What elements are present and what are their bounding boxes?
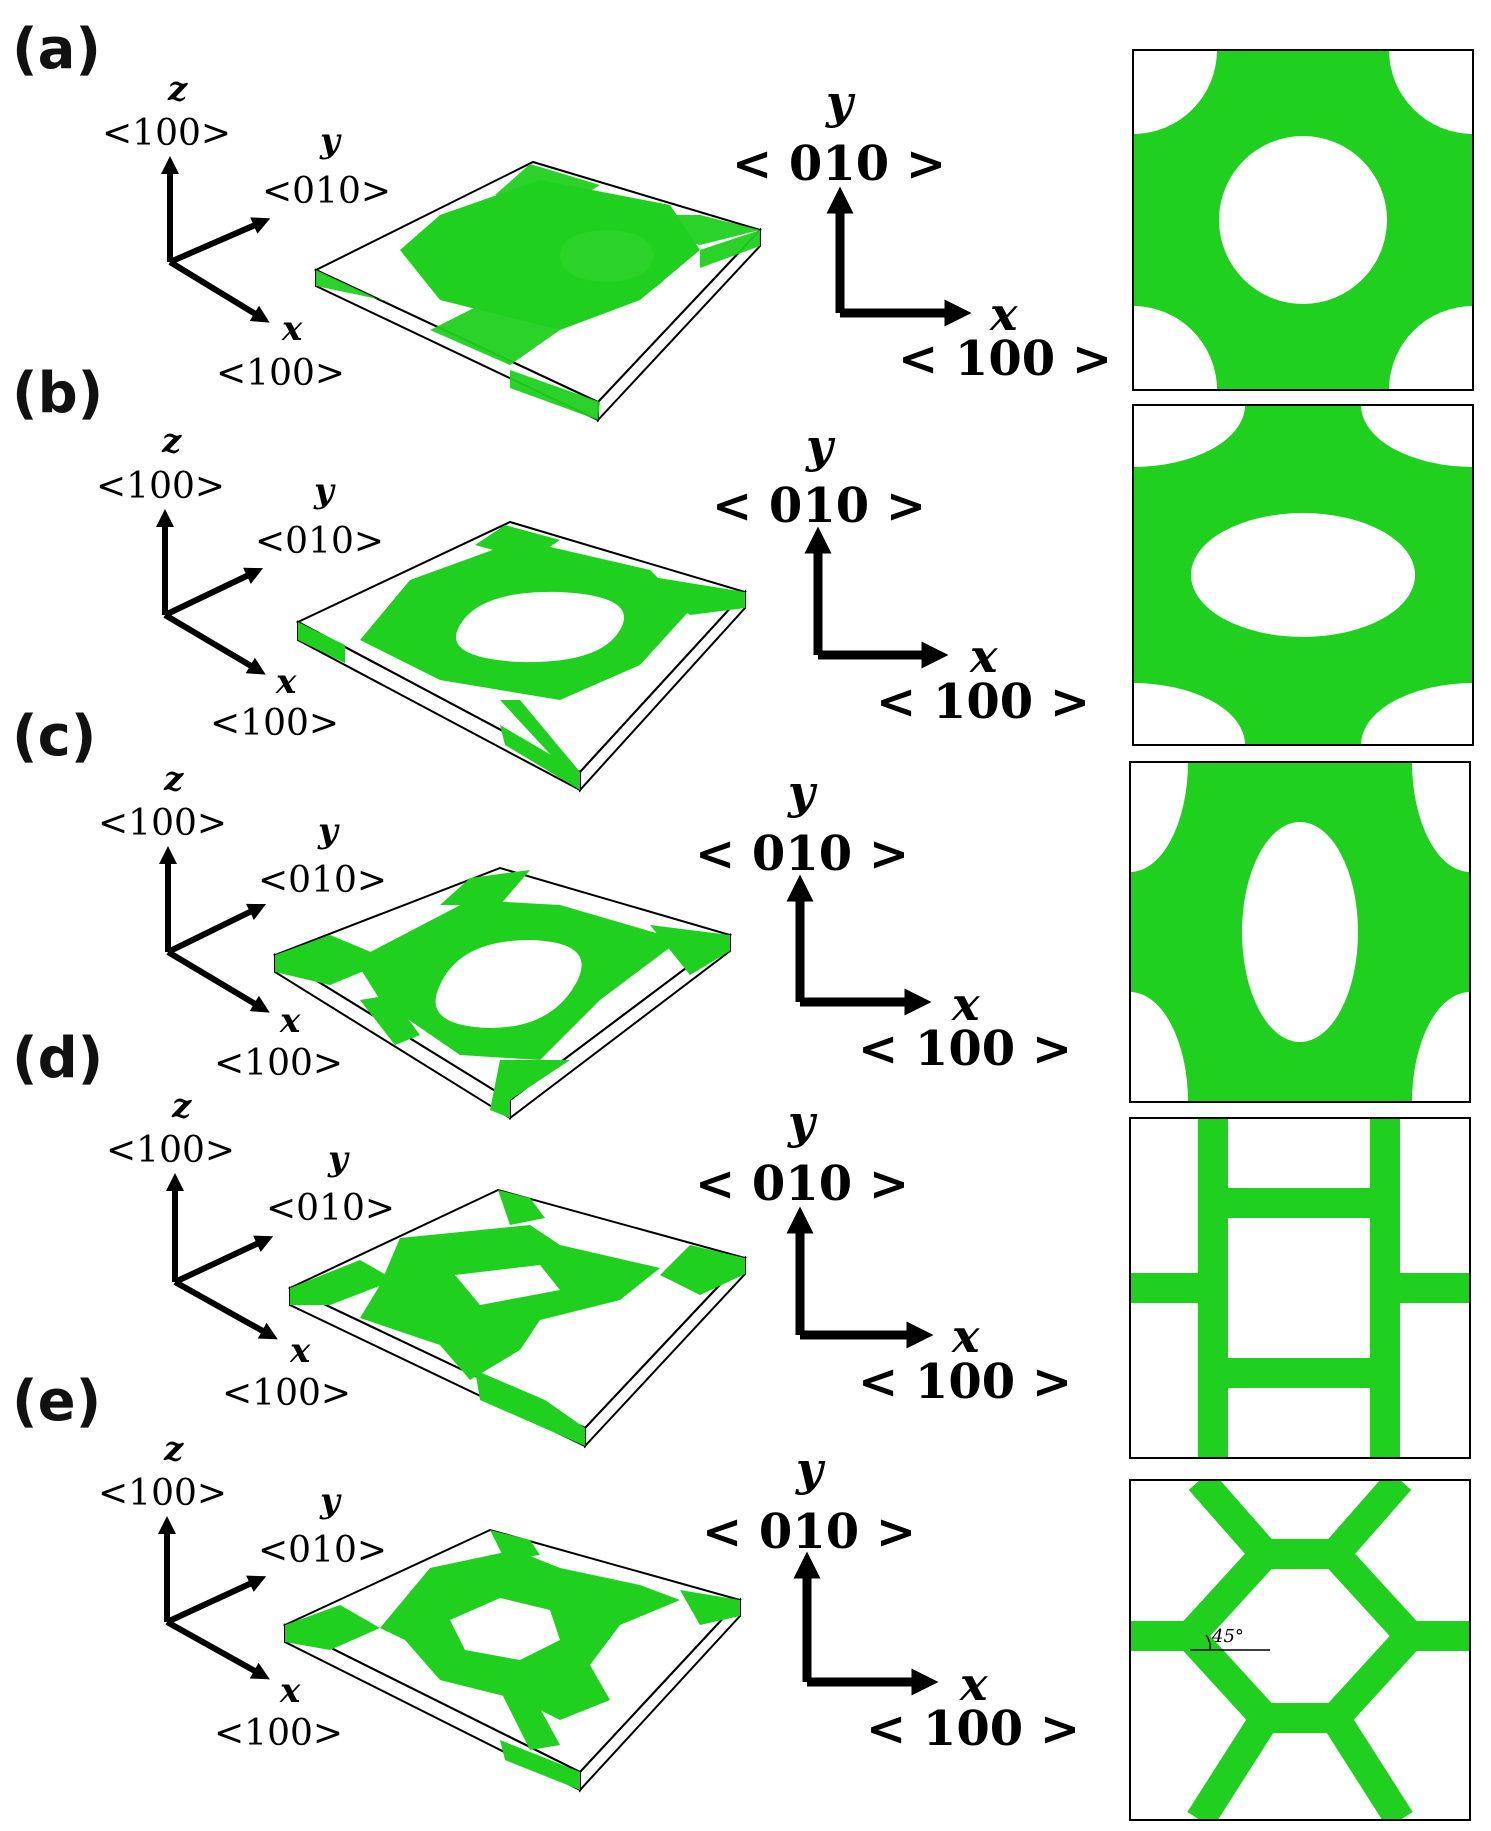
top-view-b bbox=[1132, 404, 1474, 746]
slab-3d-c bbox=[272, 866, 733, 1121]
axis2d-y-dir: < 010 > bbox=[732, 136, 946, 192]
row-b: z <100> y <010> x <100> y < 010 > x < 10… bbox=[96, 404, 1474, 793]
axes-3d-e: z <100> y <010> x <100> bbox=[98, 1429, 387, 1754]
axis-x-dir: <100> bbox=[222, 1373, 351, 1414]
angle-annotation: 45° bbox=[1211, 1626, 1244, 1647]
axis-z-name: z bbox=[161, 421, 182, 461]
axis2d-x-dir: < 100 > bbox=[858, 1354, 1072, 1410]
axis-x-name: x bbox=[275, 662, 297, 702]
axis2d-x-name: x bbox=[951, 1309, 980, 1363]
panel-label-b: (b) bbox=[12, 361, 103, 426]
row-d: z <100> y <010> x <100> y < 010 > x < 10… bbox=[106, 1086, 1471, 1459]
axis-z-dir: <100> bbox=[106, 1130, 235, 1171]
axis-x-dir: <100> bbox=[214, 1043, 343, 1084]
axis-x-name: x bbox=[289, 1331, 311, 1371]
axis-x-dir: <100> bbox=[214, 1713, 343, 1754]
slab-3d-b bbox=[295, 520, 747, 793]
top-view-e: 45° bbox=[1129, 1479, 1471, 1821]
axes-2d-a: y < 010 > x < 100 > bbox=[732, 75, 1112, 387]
axes-2d-e: y < 010 > x < 100 > bbox=[702, 1442, 1080, 1757]
panel-label-c: (c) bbox=[12, 704, 96, 769]
axis-z-dir: <100> bbox=[102, 113, 231, 154]
panel-label-a: (a) bbox=[12, 17, 101, 82]
axes-3d-d: z <100> y <010> x <100> bbox=[106, 1086, 395, 1414]
axis2d-x-dir: < 100 > bbox=[876, 674, 1090, 730]
axes-2d-c: y < 010 > x < 100 > bbox=[695, 765, 1072, 1077]
top-view-d bbox=[1129, 1117, 1471, 1459]
axis-y-dir: <010> bbox=[262, 171, 391, 212]
axis-x-name: x bbox=[281, 309, 303, 349]
axis2d-x-name: x bbox=[951, 977, 980, 1031]
axes-3d-c: z <100> y <010> x <100> bbox=[98, 759, 387, 1084]
axis2d-y-name: y bbox=[787, 1095, 818, 1149]
slab-3d-d bbox=[287, 1188, 747, 1449]
axis-y-name: y bbox=[313, 471, 336, 511]
row-e: z <100> y <010> x <100> y < 010 > x < 10… bbox=[98, 1429, 1471, 1821]
slab-3d-e bbox=[282, 1528, 742, 1793]
axis2d-x-name: x bbox=[989, 287, 1018, 341]
axis-x-name: x bbox=[279, 1671, 301, 1711]
axis2d-x-dir: < 100 > bbox=[858, 1021, 1072, 1077]
axis2d-y-dir: < 010 > bbox=[702, 1504, 916, 1560]
axes-2d-d: y < 010 > x < 100 > bbox=[695, 1095, 1072, 1410]
panel-label-e: (e) bbox=[12, 1369, 101, 1434]
axis-z-name: z bbox=[163, 759, 184, 799]
axis-z-dir: <100> bbox=[96, 466, 225, 507]
axis2d-y-name: y bbox=[795, 1442, 826, 1496]
axis2d-y-dir: < 010 > bbox=[712, 478, 926, 534]
axis-x-name: x bbox=[279, 1001, 301, 1041]
axis-z-name: z bbox=[167, 69, 188, 109]
axes-3d-a: z <100> y <010> x <100> bbox=[102, 69, 391, 394]
axis2d-x-dir: < 100 > bbox=[898, 331, 1112, 387]
row-c: z <100> y <010> x <100> y < 010 > x < 10… bbox=[98, 759, 1471, 1121]
axis2d-x-dir: < 100 > bbox=[866, 1701, 1080, 1757]
panel-label-d: (d) bbox=[12, 1026, 103, 1091]
axis-y-dir: <010> bbox=[266, 1188, 395, 1229]
axis2d-y-name: y bbox=[805, 419, 836, 473]
axis-z-name: z bbox=[163, 1429, 184, 1469]
row-a: z <100> y <010> x <100> y < 010 > x < 10… bbox=[102, 49, 1474, 423]
top-view-a bbox=[1132, 49, 1474, 391]
axis-y-dir: <010> bbox=[258, 1530, 387, 1571]
axis2d-y-dir: < 010 > bbox=[695, 1156, 909, 1212]
axis-z-dir: <100> bbox=[98, 803, 227, 844]
axis-y-dir: <010> bbox=[255, 521, 384, 562]
axes-3d-b: z <100> y <010> x <100> bbox=[96, 421, 384, 744]
axis2d-x-name: x bbox=[959, 1657, 988, 1711]
axes-2d-b: y < 010 > x < 100 > bbox=[712, 419, 1090, 730]
axis-x-dir: <100> bbox=[216, 353, 345, 394]
slab-3d-a bbox=[313, 160, 762, 423]
axis-z-dir: <100> bbox=[98, 1473, 227, 1514]
axis-x-dir: <100> bbox=[210, 703, 339, 744]
axis2d-y-dir: < 010 > bbox=[695, 826, 909, 882]
axis-y-name: y bbox=[319, 1481, 342, 1521]
axis-y-dir: <010> bbox=[258, 860, 387, 901]
axis2d-x-name: x bbox=[969, 629, 998, 683]
axis2d-y-name: y bbox=[825, 75, 856, 129]
axis2d-y-name: y bbox=[787, 765, 818, 819]
axis-y-name: y bbox=[319, 121, 342, 161]
axis-z-name: z bbox=[171, 1086, 192, 1126]
top-view-c bbox=[1129, 761, 1471, 1103]
axis-y-name: y bbox=[317, 811, 340, 851]
axis-y-name: y bbox=[327, 1139, 350, 1179]
